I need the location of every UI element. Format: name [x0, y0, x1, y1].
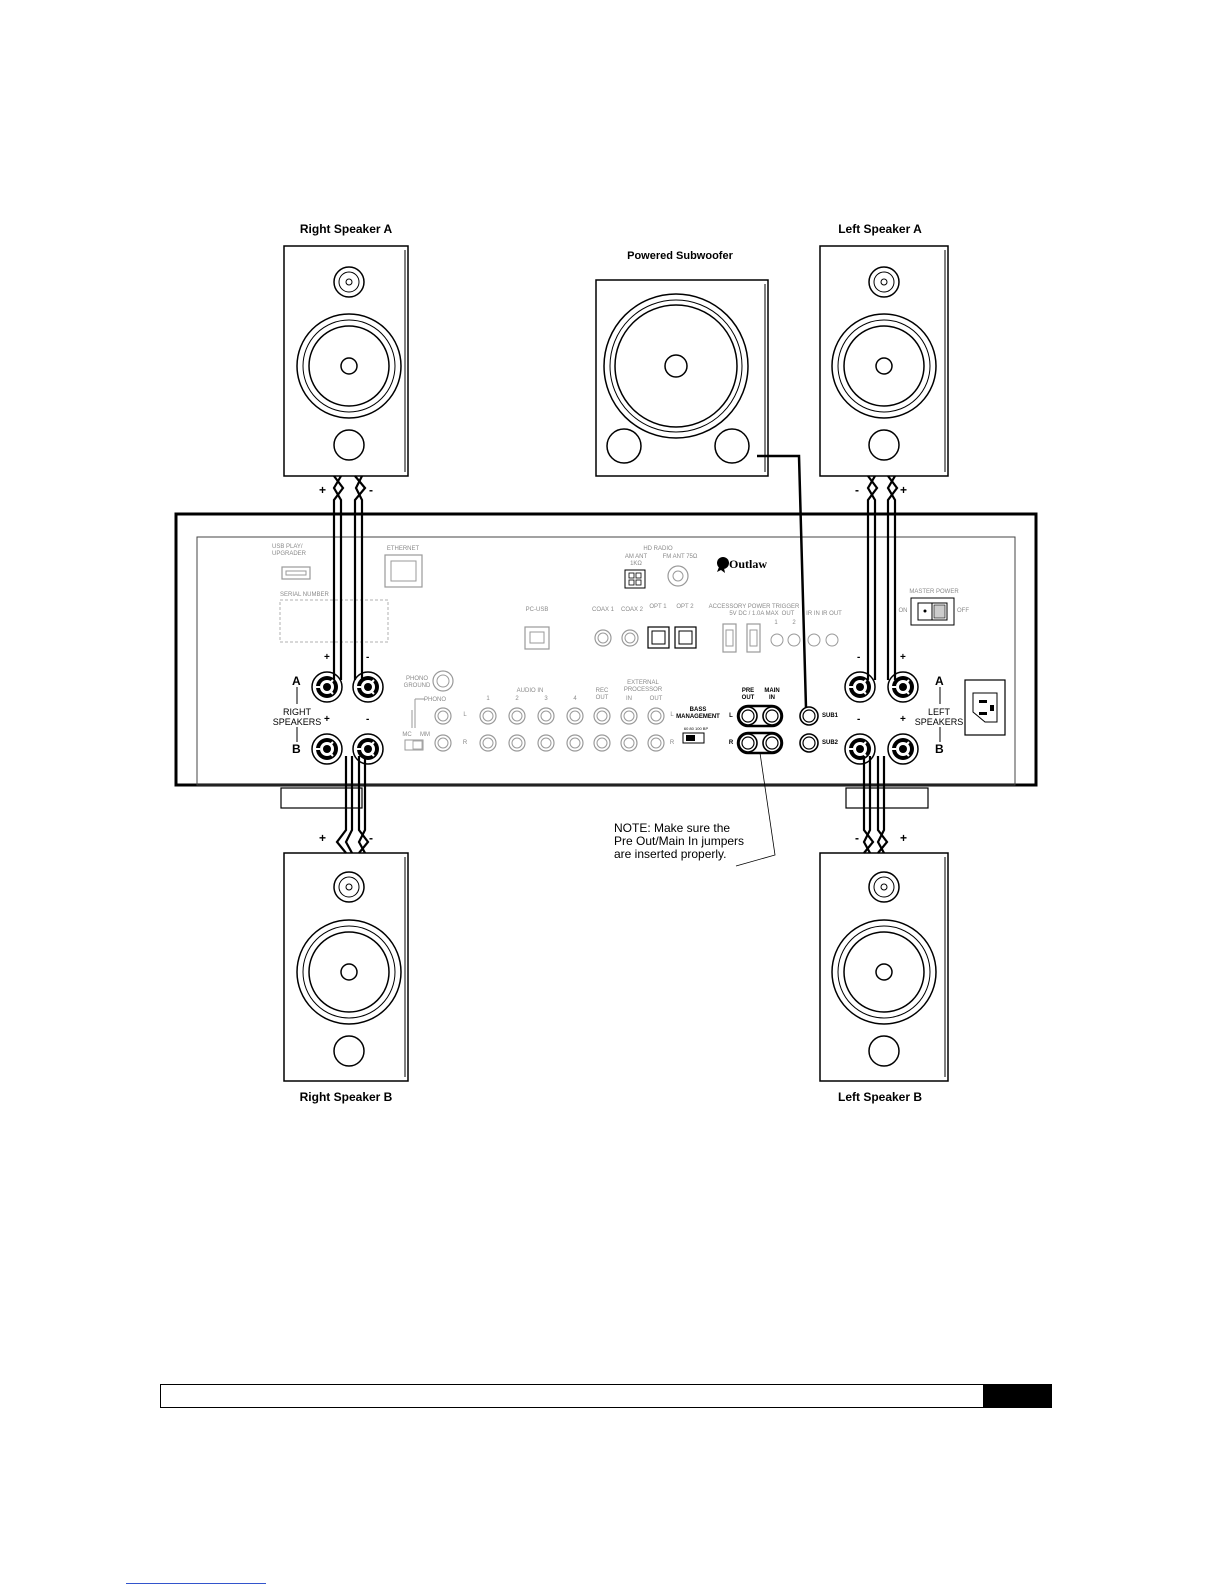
sub1-label: SUB1 — [821, 713, 838, 719]
trigger-out-label: OUT — [781, 611, 795, 617]
right-speaker-b-title: Right Speaker B — [299, 1090, 393, 1104]
left-b-label: B — [935, 742, 944, 756]
right-speaker-a — [283, 245, 409, 477]
polarity-plus: + — [900, 831, 908, 845]
speaker-wires — [332, 475, 899, 854]
note-leader — [735, 752, 776, 867]
opt1-label: OPT 1 — [649, 604, 667, 610]
right-speaker-a-title: Right Speaker A — [299, 222, 393, 236]
off-label: OFF — [957, 608, 969, 614]
subwoofer-cable — [757, 454, 808, 709]
trigger-2-label: 2 — [792, 620, 796, 626]
opt2-label: OPT 2 — [676, 604, 694, 610]
term-minus: - — [857, 652, 861, 663]
usb-label: USB PLAY/ UPGRADER — [272, 544, 307, 557]
polarity-minus: - — [855, 483, 859, 497]
rec-out-label: REC OUT — [595, 688, 609, 701]
polarity-plus: + — [319, 483, 327, 497]
ext-in-label: IN — [626, 696, 632, 702]
hd-radio-label: HD RADIO — [643, 546, 673, 552]
in4-label: 4 — [573, 696, 577, 702]
jumper-l-label: L — [729, 713, 733, 719]
term-plus: + — [324, 652, 330, 663]
ch-r-label: R — [669, 740, 675, 746]
am-ant-label: AM ANT 1KΩ — [624, 554, 648, 567]
term-plus: + — [324, 714, 330, 725]
term-minus: - — [366, 652, 370, 663]
in1-label: 1 — [486, 696, 490, 702]
receiver-rear-panel — [174, 512, 1038, 809]
polarity-plus: + — [900, 483, 908, 497]
ext-out-label: OUT — [649, 696, 663, 702]
phono-ground-label: PHONO GROUND — [403, 676, 431, 689]
serial-label: SERIAL NUMBER — [280, 592, 329, 598]
main-in-label: MAIN IN — [764, 688, 780, 701]
mc-label: MC — [402, 732, 412, 738]
footer-bar — [160, 1384, 1052, 1408]
ir-label: IR IN IR OUT — [806, 611, 842, 617]
ch-r-label: R — [462, 740, 468, 746]
polarity-minus: - — [369, 831, 373, 845]
left-speakers-label: LEFT SPEAKERS — [914, 707, 964, 727]
fm-ant-label: FM ANT 75Ω — [662, 554, 698, 560]
ethernet-label: ETHERNET — [386, 546, 420, 552]
right-speaker-b — [283, 852, 409, 1082]
term-plus: + — [900, 652, 906, 663]
term-minus: - — [857, 714, 861, 725]
polarity-minus: - — [855, 831, 859, 845]
on-label: ON — [898, 608, 908, 614]
mm-label: MM — [420, 732, 430, 738]
right-b-label: B — [292, 742, 301, 756]
coax1-label: COAX 1 — [591, 607, 614, 613]
trigger-1-label: 1 — [774, 620, 778, 626]
left-a-label: A — [935, 674, 944, 688]
term-minus: - — [366, 714, 370, 725]
phono-label: PHONO — [423, 697, 446, 703]
coax2-label: COAX 2 — [620, 607, 643, 613]
powered-subwoofer — [595, 279, 769, 477]
right-a-label: A — [292, 674, 301, 688]
polarity-plus: + — [319, 831, 327, 845]
jumper-note: NOTE: Make sure the Pre Out/Main In jump… — [614, 821, 745, 861]
accessory-label: ACCESSORY POWER TRIGGER 5V DC / 1.0A MAX — [708, 604, 800, 617]
ch-l-label: L — [463, 712, 467, 718]
jumper-r-label: R — [728, 740, 734, 746]
page-number-block — [983, 1385, 1051, 1407]
audio-in-label: AUDIO IN — [516, 688, 544, 694]
right-speakers-label: RIGHT SPEAKERS — [272, 707, 322, 727]
ch-l-label: L — [670, 712, 674, 718]
outlaw-logo-icon — [717, 557, 729, 573]
ext-processor-label: EXTERNAL PROCESSOR — [623, 680, 663, 693]
left-speaker-a-title: Left Speaker A — [838, 222, 922, 236]
term-plus: + — [900, 714, 906, 725]
bass-management-label: BASS MANAGEMENT — [676, 707, 720, 720]
pc-usb-label: PC-USB — [525, 607, 549, 613]
polarity-minus: - — [369, 483, 373, 497]
master-power-label: MASTER POWER — [909, 589, 959, 595]
footer-link-underline — [126, 1583, 266, 1584]
left-speaker-b — [819, 852, 949, 1082]
in2-label: 2 — [515, 696, 519, 702]
in3-label: 3 — [544, 696, 548, 702]
left-speaker-a — [819, 245, 949, 477]
left-speaker-b-title: Left Speaker B — [837, 1090, 923, 1104]
sub2-label: SUB2 — [821, 740, 838, 746]
bass-options-label: 60 80 100 BP — [683, 726, 709, 731]
outlaw-brand: Outlaw — [729, 557, 768, 571]
pre-out-label: PRE OUT — [741, 688, 755, 701]
subwoofer-title: Powered Subwoofer — [627, 250, 733, 262]
